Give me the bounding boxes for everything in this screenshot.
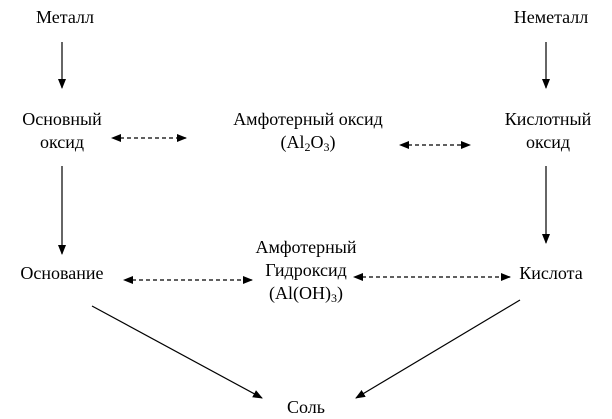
node-salt: Соль xyxy=(250,396,362,419)
node-basic-oxide: Основный оксид xyxy=(0,108,124,154)
node-amphoteric-oxide-formula: (Al2O3) xyxy=(280,132,336,154)
node-amphoteric-hydroxide: Амфотерный Гидроксид (Al(OH)3) xyxy=(206,236,406,305)
node-basic-oxide-line-1: Основный xyxy=(22,109,102,129)
node-metal-label: Металл xyxy=(36,7,94,27)
node-salt-label: Соль xyxy=(287,397,325,417)
arrow-base-to-salt xyxy=(91,305,263,399)
node-nonmetal-label: Неметалл xyxy=(513,7,589,27)
node-amphoteric-hydroxide-line-2: Гидроксид xyxy=(265,260,347,280)
arrow-acid-to-salt xyxy=(355,299,521,399)
node-base-label: Основание xyxy=(20,263,104,283)
node-nonmetal: Неметалл xyxy=(490,6,612,29)
node-acid-oxide-line-1: Кислотный xyxy=(504,109,592,129)
node-amphoteric-oxide-label: Амфотерный оксид xyxy=(233,109,383,129)
node-acid-label: Кислота xyxy=(519,263,583,283)
node-amphoteric-hydroxide-formula: (Al(OH)3) xyxy=(269,283,343,305)
node-acid-oxide-line-2: оксид xyxy=(525,132,571,152)
node-basic-oxide-line-2: оксид xyxy=(39,132,85,152)
node-base: Основание xyxy=(0,262,124,285)
node-amphoteric-oxide: Амфотерный оксид (Al2O3) xyxy=(196,108,420,154)
node-acid-oxide: Кислотный оксид xyxy=(484,108,612,154)
node-metal: Металл xyxy=(0,6,130,29)
node-acid: Кислота xyxy=(490,262,612,285)
node-amphoteric-hydroxide-line-1: Амфотерный xyxy=(255,237,357,257)
